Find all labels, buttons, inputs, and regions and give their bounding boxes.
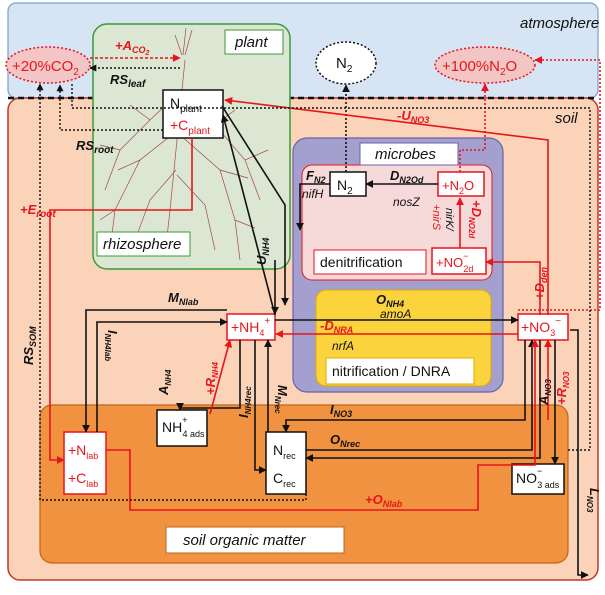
flux-rno3: +RNO3 bbox=[554, 371, 571, 405]
svg-text:+20%CO2: +20%CO2 bbox=[12, 58, 79, 78]
atm-n2o-pool: +100%N2O bbox=[434, 46, 536, 84]
no3-ads-pool: NO−3 ads bbox=[511, 463, 565, 495]
region-labels: atmosphere soil plant rhizosphere microb… bbox=[96, 15, 599, 554]
plant-label: plant bbox=[234, 34, 268, 51]
svg-text:+Nlab: +Nlab bbox=[68, 442, 98, 461]
svg-text:N2: N2 bbox=[337, 177, 353, 197]
no2d-pool: +NO−2d bbox=[431, 247, 487, 275]
svg-text:+NH4+: +NH4+ bbox=[231, 316, 270, 338]
flux-ino3: INO3 bbox=[330, 402, 352, 419]
flux-mnrec: MNrec bbox=[273, 385, 290, 414]
flux-onlab: +ONlab bbox=[365, 492, 403, 509]
svg-text:N2: N2 bbox=[336, 55, 353, 75]
gene-nifh: nifH bbox=[302, 187, 324, 201]
svg-text:NO−3 ads: NO−3 ads bbox=[516, 466, 560, 490]
svg-text:Nplant: Nplant bbox=[170, 95, 202, 115]
gene-nrfa: nrfA bbox=[332, 339, 354, 353]
flux-uno3: -UNO3 bbox=[397, 108, 429, 125]
flux-rsleaf: RSleaf bbox=[110, 72, 147, 90]
flux-fn2: FN2 bbox=[306, 168, 325, 185]
flux-rssom: RSSOM bbox=[21, 326, 38, 365]
svg-text:Crec: Crec bbox=[273, 470, 296, 489]
dotted-co2-fluxes bbox=[36, 64, 591, 501]
gene-nirs: +nirS bbox=[430, 204, 442, 231]
denitrification-label: denitrification bbox=[320, 254, 403, 270]
flux-mnlab: MNlab bbox=[168, 290, 199, 307]
nrec-pool: Nrec Crec bbox=[265, 431, 307, 495]
svg-text:+N2O: +N2O bbox=[442, 178, 474, 196]
flux-lno3: LNO3 bbox=[585, 488, 602, 513]
flux-rsroot: RSroot bbox=[76, 138, 114, 156]
svg-text:+100%N2O: +100%N2O bbox=[442, 58, 517, 78]
soil-label: soil bbox=[555, 110, 578, 127]
nh4-ads-pool: NH+4 ads bbox=[156, 409, 208, 447]
flux-aco2: +ACO2 bbox=[115, 38, 149, 57]
flux-dno2d: +DNO2d bbox=[467, 200, 484, 239]
flux-dn2od: DN2Od bbox=[390, 168, 424, 185]
flux-unh4: UNH4 bbox=[254, 238, 271, 265]
flux-inh4lab: INH4lab bbox=[103, 330, 120, 361]
soil-organic-matter-label: soil organic matter bbox=[183, 532, 307, 549]
flux-inh4rec: INH4rec bbox=[236, 386, 253, 418]
flux-dden: +Dden bbox=[532, 267, 549, 300]
gene-amoa: amoA bbox=[380, 307, 411, 321]
flux-onh4: ONH4 bbox=[376, 292, 404, 309]
svg-text:Nrec: Nrec bbox=[273, 442, 296, 461]
svg-text:+NO3−: +NO3− bbox=[521, 316, 561, 338]
black-flux-arrows bbox=[82, 84, 589, 579]
atm-n2-pool: N2 bbox=[315, 41, 377, 85]
flux-rnh4: +RNH4 bbox=[203, 361, 220, 395]
flux-labels: +ACO2 RSleaf RSroot +Eroot RSSOM -UNO3 U… bbox=[20, 38, 602, 513]
atmosphere-label: atmosphere bbox=[520, 15, 599, 32]
flux-ano3: ANO3 bbox=[536, 379, 553, 406]
svg-text:+Cplant: +Cplant bbox=[170, 117, 210, 137]
microbes-label: microbes bbox=[375, 146, 436, 163]
nh4-pool: +NH4+ bbox=[226, 313, 276, 341]
flux-onrec: ONrec bbox=[330, 432, 360, 449]
nitrification-dnra-label: nitrification / DNRA bbox=[332, 363, 451, 379]
flux-dnra: -DNRA bbox=[320, 318, 353, 335]
flux-eroot: +Eroot bbox=[20, 202, 56, 220]
flux-anh4: ANH4 bbox=[156, 369, 173, 396]
atm-co2-pool: +20%CO2 bbox=[5, 46, 91, 84]
gene-nosz: nosZ bbox=[393, 195, 420, 209]
rhizosphere-label: rhizosphere bbox=[103, 236, 181, 253]
no3-pool: +NO3− bbox=[517, 313, 569, 341]
n2-microbe-pool: N2 bbox=[329, 171, 367, 197]
svg-text:+NO−2d: +NO−2d bbox=[436, 251, 473, 274]
svg-text:+Clab: +Clab bbox=[68, 470, 98, 489]
svg-text:NH+4 ads: NH+4 ads bbox=[162, 415, 205, 439]
nlab-pool: +Nlab +Clab bbox=[63, 431, 107, 495]
n2o-microbe-pool: +N2O bbox=[437, 171, 485, 197]
red-flux-arrows bbox=[49, 54, 601, 511]
nplant-pool: Nplant +Cplant bbox=[162, 89, 224, 139]
gene-nirk: nirK/ bbox=[443, 208, 455, 232]
